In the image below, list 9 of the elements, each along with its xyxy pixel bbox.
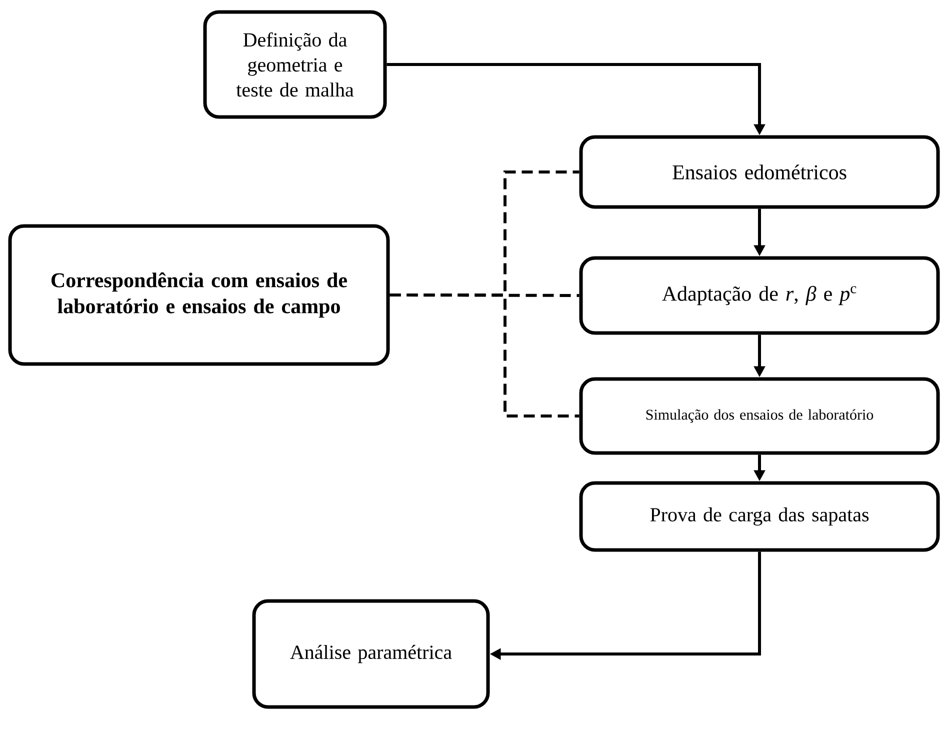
process-box: Prova de carga das sapatas	[579, 481, 940, 552]
process-box: Definição da geometria e teste de malha	[203, 10, 387, 119]
process-box: Ensaios edométricos	[579, 135, 940, 209]
process-box: Adaptação de r, β e p$^{c}$	[579, 256, 940, 335]
dashed-connector	[390, 294, 580, 297]
process-box: Correspondência com ensaios de laboratório e ensaios de campo	[8, 224, 390, 366]
dashed-connector	[390, 294, 580, 418]
process-box: Análise paramétrica	[252, 599, 490, 709]
process-box: Simulação dos ensaios de laboratório	[579, 377, 940, 455]
